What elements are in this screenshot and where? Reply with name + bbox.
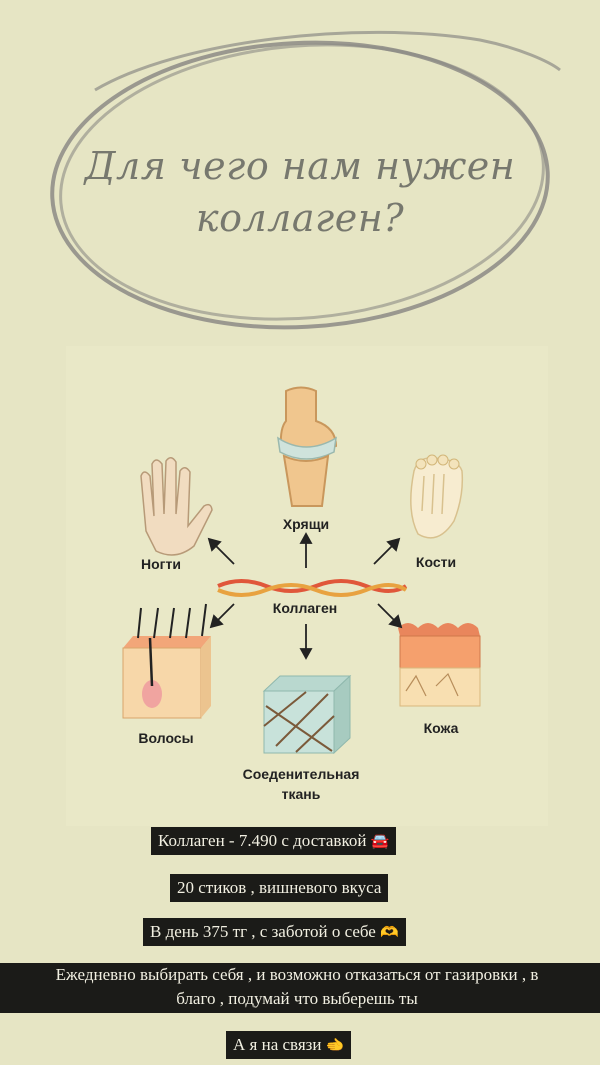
connective-tissue-icon [262, 674, 352, 755]
label-nails: Ногти [141, 556, 181, 572]
heart-hands-icon: 🫶 [380, 923, 399, 941]
caption-sticks-text: 20 стиков , вишневого вкуса [177, 878, 382, 897]
caption-choose-line2: благо , подумай что выберешь ты [176, 989, 418, 1008]
label-connective-line2: ткань [281, 786, 321, 802]
caption-choose: Ежедневно выбирать себя , и возможно отк… [0, 963, 600, 1013]
caption-daily: В день 375 тг , с заботой о себе 🫶 [143, 918, 406, 946]
caption-choose-line1: Ежедневно выбирать себя , и возможно отк… [55, 965, 539, 984]
oval-scribble [50, 30, 561, 330]
caption-price-text: Коллаген - 7.490 с доставкой [158, 831, 367, 850]
label-cartilage: Хрящи [282, 516, 330, 532]
hand-icon-emoji: 🫲 [325, 1036, 345, 1054]
label-hair: Волосы [138, 730, 194, 746]
arrows [207, 532, 403, 660]
hair-follicle-icon [122, 603, 211, 719]
caption-contact-text: А я на связи [233, 1035, 322, 1054]
caption-sticks: 20 стиков , вишневого вкуса [170, 874, 389, 902]
skin-layers-icon [398, 623, 481, 707]
title-oval: Для чего нам нужен коллаген? [0, 0, 600, 340]
caption-price: Коллаген - 7.490 с доставкой 🚘 [151, 827, 397, 855]
caption-contact: А я на связи 🫲 [226, 1031, 352, 1059]
label-connective-line1: Соеденительная [242, 766, 360, 782]
collagen-fiber-icon [217, 579, 408, 597]
collagen-diagram: Хрящи Ногти Кости Коллаген Волосы Кожа С… [66, 346, 548, 826]
page-title: Для чего нам нужен коллаген? [84, 144, 516, 240]
hand-icon [140, 457, 213, 556]
foot-bones-icon [410, 454, 464, 539]
caption-daily-text: В день 375 тг , с заботой о себе [150, 922, 376, 941]
label-skin: Кожа [423, 720, 459, 736]
label-bones: Кости [415, 554, 457, 570]
car-icon: 🚘 [370, 832, 390, 850]
knee-joint-icon [277, 386, 338, 507]
label-collagen: Коллаген [272, 600, 338, 616]
